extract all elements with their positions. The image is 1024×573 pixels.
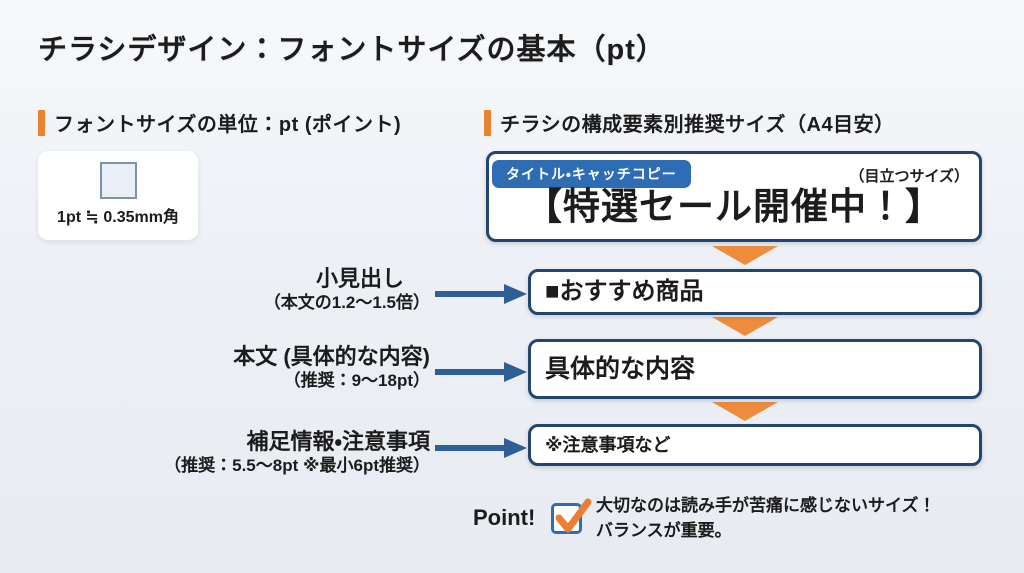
checkbox-check-icon	[551, 498, 592, 534]
right-section-heading: チラシの構成要素別推奨サイズ（A4目安）	[484, 108, 895, 137]
point-text-line2: バランスが重要。	[596, 521, 732, 540]
arrow-head	[504, 438, 527, 458]
row-label-main: 本文 (具体的な内容)	[233, 344, 430, 369]
notes-sample-box: ※注意事項など	[528, 424, 982, 466]
point-text-line1: 大切なのは読み手が苦痛に感じないサイズ！	[596, 496, 936, 515]
row-label-notes: 補足情報・注意事項 （推奨：5.5～8pt ※最小6pt推奨）	[164, 429, 430, 476]
right-arrow-icon	[435, 362, 527, 382]
accent-bar-icon	[38, 109, 45, 136]
arrow-shaft	[435, 291, 504, 297]
arrow-head	[504, 284, 527, 304]
down-arrow-icon	[712, 246, 778, 265]
left-section-heading-label: フォントサイズの単位：pt (ポイント)	[54, 114, 402, 136]
arrow-head	[504, 362, 527, 382]
row-label-sub: （推奨：9～18pt）	[283, 371, 430, 391]
row-label-main: 補足情報・注意事項	[246, 429, 430, 454]
point-text: 大切なのは読み手が苦痛に感じないサイズ！ バランスが重要。	[596, 493, 936, 543]
body-sample-box: 具体的な内容	[528, 339, 982, 399]
right-arrow-icon	[435, 284, 527, 304]
row-label-main: 小見出し	[315, 266, 404, 291]
arrow-shaft	[435, 369, 504, 375]
row-label-sub: （推奨：5.5～8pt ※最小6pt推奨）	[164, 456, 430, 476]
point-label: Point!	[473, 505, 536, 530]
right-section-heading-label: チラシの構成要素別推奨サイズ（A4目安）	[500, 114, 895, 136]
row-label-body: 本文 (具体的な内容) （推奨：9～18pt）	[233, 344, 430, 391]
row-label-sub: （本文の1.2～1.5倍）	[263, 293, 430, 313]
pt-square-icon	[99, 162, 137, 199]
title-badge: タイトル・キャッチコピー	[492, 160, 691, 188]
page-title: チラシデザイン：フォントサイズの基本（pt）	[38, 34, 666, 66]
row-label-subheading: 小見出し （本文の1.2～1.5倍）	[264, 266, 430, 313]
down-arrow-icon	[712, 402, 778, 421]
subheading-sample-box: ■おすすめ商品	[528, 269, 982, 315]
arrow-shaft	[435, 445, 504, 451]
title-sample-box: タイトル・キャッチコピー （目立つサイズ） 【特選セール開催中！】	[486, 151, 982, 242]
right-arrow-icon	[435, 438, 527, 458]
check-mark-icon	[555, 498, 592, 533]
down-arrow-icon	[712, 317, 778, 336]
title-sample-text: 【特選セール開催中！】	[525, 186, 943, 227]
pt-card-caption: 1pt ≒ 0.35mm角	[57, 209, 179, 226]
pt-size-card: 1pt ≒ 0.35mm角	[38, 151, 198, 240]
accent-bar-icon	[484, 109, 491, 136]
left-section-heading: フォントサイズの単位：pt (ポイント)	[38, 108, 401, 137]
title-size-note: （目立つサイズ）	[849, 168, 969, 185]
